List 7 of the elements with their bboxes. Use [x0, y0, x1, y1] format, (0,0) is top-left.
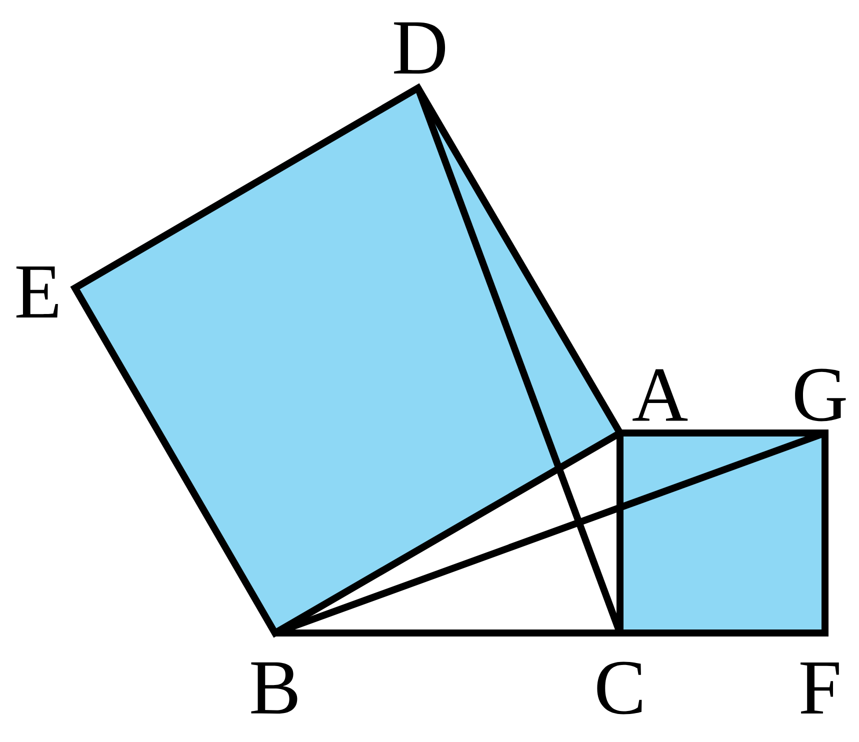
point-label: C [597, 662, 642, 714]
point-label: A [632, 369, 688, 421]
point-label: F [800, 662, 839, 714]
point-label: G [795, 368, 846, 422]
point-label: D [394, 22, 446, 74]
point-label: E [16, 266, 58, 318]
point-label: B [251, 662, 298, 714]
